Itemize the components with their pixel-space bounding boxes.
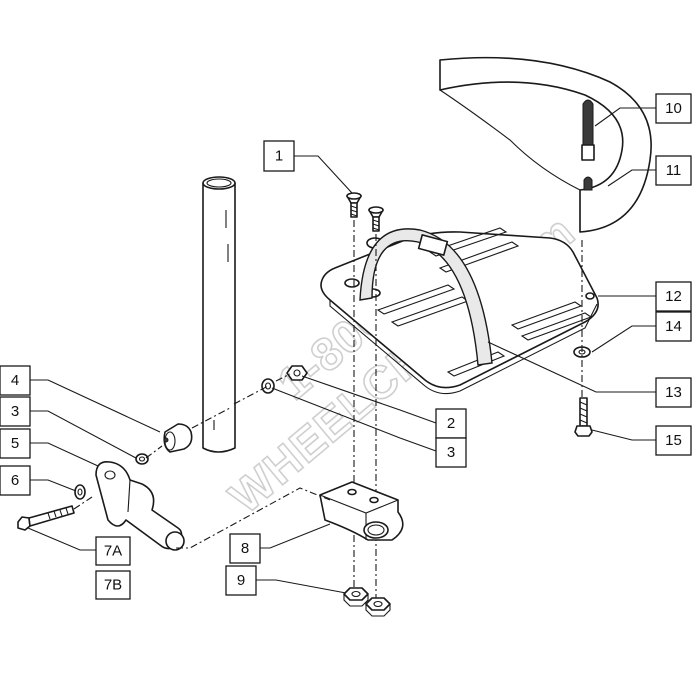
callout-11-label: 11 [666, 162, 682, 179]
callout-13: 13 [655, 377, 692, 408]
callout-3-left-label: 3 [11, 403, 19, 420]
callout-8: 8 [229, 533, 261, 564]
callout-10-label: 10 [665, 100, 682, 117]
callout-6: 6 [0, 465, 31, 496]
callout-15-label: 15 [665, 432, 682, 449]
centerline-pivot-axis [73, 373, 291, 510]
heel-strap-loop [359, 228, 493, 366]
callout-7b-label: 7B [104, 577, 122, 594]
callout-15: 15 [655, 425, 692, 456]
callout-5-label: 5 [11, 435, 19, 452]
callout-3-right-label: 3 [447, 444, 455, 461]
nut-9a [343, 587, 369, 607]
callout-7a-label: 7A [104, 543, 122, 560]
callout-2: 2 [435, 408, 467, 439]
callout-9: 9 [225, 565, 257, 596]
hanger-tube [202, 176, 236, 453]
clamp-block [319, 481, 404, 541]
callout-10: 10 [655, 93, 692, 124]
callout-6-label: 6 [11, 472, 19, 489]
leader-lines [27, 107, 656, 594]
callout-13-label: 13 [665, 384, 682, 401]
washer-6 [74, 484, 86, 500]
callout-8-label: 8 [241, 540, 249, 557]
callout-4: 4 [0, 365, 31, 396]
callout-11: 11 [655, 155, 692, 186]
callout-7a: 7A [95, 536, 131, 566]
callout-4-label: 4 [11, 372, 19, 389]
bolt-7a [17, 505, 75, 531]
washer-3-right [261, 378, 275, 394]
calf-strap [439, 56, 652, 233]
nut-9b [365, 597, 391, 617]
bumper-4 [163, 423, 193, 453]
callout-5: 5 [0, 428, 31, 459]
callout-14: 14 [655, 311, 692, 342]
callout-12-label: 12 [665, 288, 682, 305]
callout-3-right: 3 [435, 437, 467, 468]
callout-2-label: 2 [447, 415, 455, 432]
callout-9-label: 9 [237, 572, 245, 589]
callout-3-left: 3 [0, 396, 31, 427]
callout-14-label: 14 [665, 318, 682, 335]
callout-1-label: 1 [275, 148, 283, 165]
nut-2 [286, 365, 308, 381]
callout-12: 12 [655, 281, 692, 312]
bolt-15 [574, 397, 593, 437]
centerline-clamp-path [176, 487, 331, 549]
screw-1b [368, 206, 384, 232]
washer-3-left [135, 453, 149, 465]
callout-7b: 7B [95, 570, 131, 600]
screw-1a [346, 192, 362, 218]
callout-1: 1 [263, 140, 295, 172]
strap-rod [581, 99, 595, 191]
angle-adjuster [95, 460, 185, 551]
